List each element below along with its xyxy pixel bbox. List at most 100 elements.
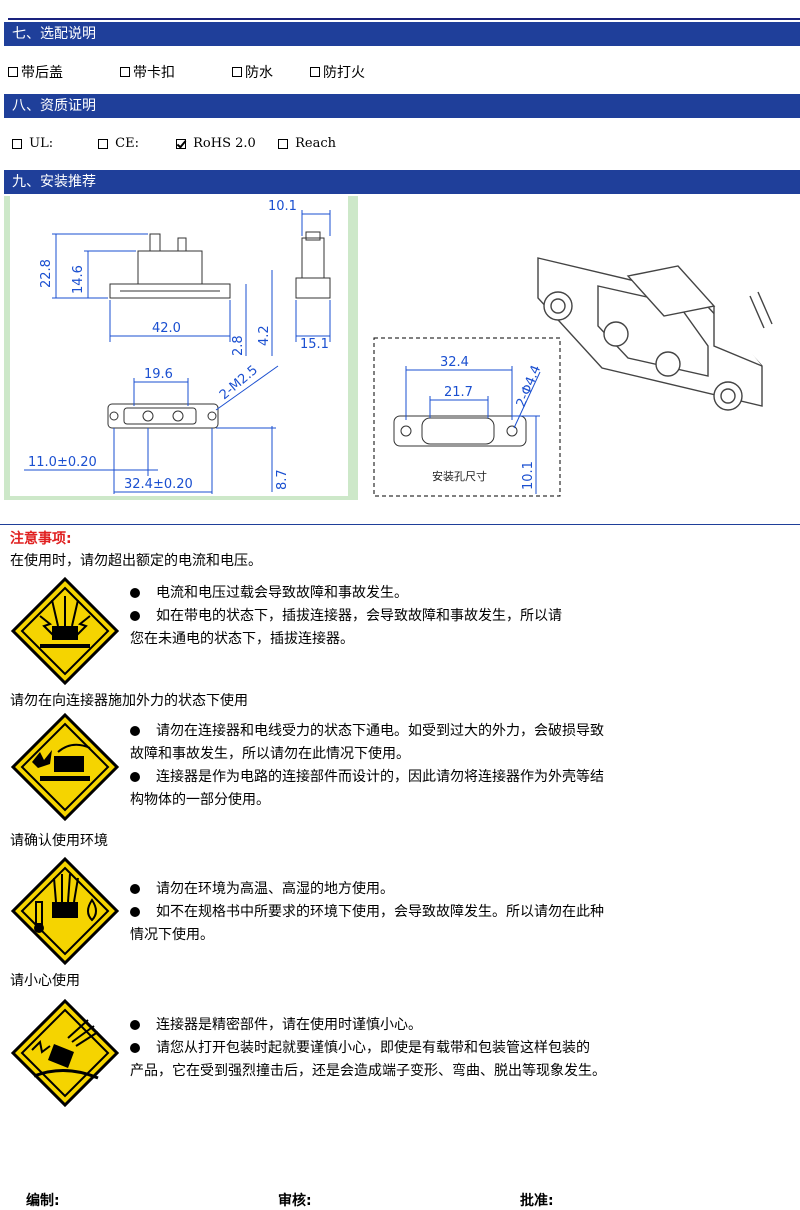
bullet-text: 如不在规格书中所要求的环境下使用，会导致故障发生。所以请勿在此种	[156, 904, 604, 920]
option-waterproof[interactable]: 防水	[232, 62, 273, 82]
dim-2-8: 2.8	[231, 335, 246, 356]
cert-label: CE:	[115, 136, 139, 151]
dim-10-1: 10.1	[268, 199, 297, 214]
warning-force-icon	[10, 712, 120, 822]
checkbox[interactable]	[120, 67, 130, 77]
hole-drawing-panel: 32.4 21.7 2-Φ4.4 10.1 安装孔尺寸	[358, 196, 800, 500]
dim-phi-4-4: 2-Φ4.4	[514, 363, 544, 409]
bullet-text: 连接器是作为电路的连接部件而设计的，因此请勿将连接器作为外壳等结	[156, 769, 604, 785]
section-8-header: 八、资质证明	[4, 94, 800, 118]
option-label: 带卡扣	[133, 65, 175, 81]
bullet-item: 电流和电压过载会导致故障和事故发生。	[130, 582, 562, 605]
checkbox-checked[interactable]	[176, 138, 186, 149]
bullet-text: 构物体的一部分使用。	[130, 792, 270, 808]
option-back-cover[interactable]: 带后盖	[8, 62, 63, 82]
sign-editor: 编制:	[26, 1193, 60, 1209]
bullet-item: 如在带电的状态下，插拔连接器，会导致故障和事故发生，所以请	[130, 605, 562, 628]
checkbox[interactable]	[8, 67, 18, 77]
warning-electric-icon	[10, 576, 120, 686]
dim-32-4-tol: 32.4±0.20	[124, 477, 193, 492]
checkbox[interactable]	[310, 67, 320, 77]
bullet-dot	[130, 611, 140, 621]
cert-rohs[interactable]: RoHS 2.0	[176, 136, 256, 151]
sign-reviewer: 审核:	[278, 1193, 312, 1209]
notice-group-4: 连接器是精密部件，请在使用时谨慎小心。 请您从打开包装时起就要谨慎小心，即使是有…	[130, 1014, 606, 1083]
dim-10-1-hole: 10.1	[521, 461, 536, 490]
bullet-dot	[130, 1043, 140, 1053]
bullet-dot	[130, 772, 140, 782]
dimension-drawing-panel: 10.1 22.8 14.6 42.0 2.8 4.2 15.1 19.6 2-…	[10, 196, 348, 496]
hole-frame	[373, 337, 561, 497]
bullet-item: 连接器是作为电路的连接部件而设计的，因此请勿将连接器作为外壳等结	[130, 766, 604, 789]
bullet-item: 构物体的一部分使用。	[130, 789, 604, 812]
bullet-item: 请勿在连接器和电线受力的状态下通电。如受到过大的外力，会破损导致	[130, 720, 604, 743]
bullet-item: 产品，它在受到强烈撞击后，还是会造成端子变形、弯曲、脱出等现象发生。	[130, 1060, 606, 1083]
checkbox[interactable]	[232, 67, 242, 77]
latch-right-outline	[177, 237, 187, 252]
bullet-dot	[130, 726, 140, 736]
notice-group-3: 请勿在环境为高温、高湿的地方使用。 如不在规格书中所要求的环境下使用，会导致故障…	[130, 878, 604, 947]
notice-title: 注意事项:	[10, 531, 72, 547]
checkbox[interactable]	[278, 138, 288, 149]
notice-group-2: 请勿在连接器和电线受力的状态下通电。如受到过大的外力，会破损导致 故障和事故发生…	[130, 720, 604, 812]
bullet-text: 电流和电压过载会导致故障和事故发生。	[156, 585, 408, 601]
body-outline	[137, 250, 203, 285]
dim-22-8: 22.8	[39, 259, 54, 288]
bullet-dot	[130, 588, 140, 598]
cert-reach[interactable]: Reach	[278, 136, 336, 151]
bullet-text: 故障和事故发生，所以请勿在此情况下使用。	[130, 746, 410, 762]
bullet-text: 您在未通电的状态下，插拔连接器。	[130, 631, 354, 647]
hole-caption: 安装孔尺寸	[432, 469, 487, 483]
dimension-drawing: 10.1 22.8 14.6 42.0 2.8 4.2 15.1 19.6 2-…	[24, 199, 331, 494]
dim-21-7: 21.7	[444, 385, 473, 400]
notice-heading-4: 请小心使用	[10, 973, 80, 989]
dim-19-6: 19.6	[144, 367, 173, 382]
separator	[0, 524, 800, 525]
section-9-header: 九、安装推荐	[4, 170, 800, 194]
bullet-text: 请勿在连接器和电线受力的状态下通电。如受到过大的外力，会破损导致	[156, 723, 604, 739]
dim-32-4: 32.4	[440, 355, 469, 370]
bullet-text: 请勿在环境为高温、高湿的地方使用。	[156, 881, 394, 897]
section-7-header: 七、选配说明	[4, 22, 800, 46]
bullet-dot	[130, 907, 140, 917]
dim-8-7: 8.7	[275, 469, 290, 490]
bullet-text: 连接器是精密部件，请在使用时谨慎小心。	[156, 1017, 422, 1033]
dim-14-6: 14.6	[71, 265, 86, 294]
bullet-text: 请您从打开包装时起就要谨慎小心，即使是有载带和包装管这样包装的	[156, 1040, 590, 1056]
bullet-item: 连接器是精密部件，请在使用时谨慎小心。	[130, 1014, 606, 1037]
cert-ul[interactable]: UL:	[12, 136, 53, 151]
bullet-item: 请您从打开包装时起就要谨慎小心，即使是有载带和包装管这样包装的	[130, 1037, 606, 1060]
bullet-dot	[130, 884, 140, 894]
cert-label: RoHS 2.0	[193, 136, 256, 151]
warning-environment-icon	[10, 856, 120, 966]
top-rule	[8, 18, 800, 20]
connector-iso-illustration	[537, 257, 773, 411]
hole-drawing: 32.4 21.7 2-Φ4.4 10.1 安装孔尺寸	[373, 257, 773, 497]
cert-label: Reach	[295, 136, 337, 151]
cert-ce[interactable]: CE:	[98, 136, 139, 151]
dim-42-0: 42.0	[152, 321, 181, 336]
checkbox[interactable]	[12, 138, 22, 149]
bullet-item: 如不在规格书中所要求的环境下使用，会导致故障发生。所以请勿在此种	[130, 901, 604, 924]
checkbox[interactable]	[98, 138, 108, 149]
notice-heading-1: 在使用时，请勿超出额定的电流和电压。	[10, 553, 262, 569]
notice-heading-2: 请勿在向连接器施加外力的状态下使用	[10, 693, 248, 709]
bullet-text: 情况下使用。	[130, 927, 214, 943]
option-label: 防水	[245, 65, 273, 81]
option-clip[interactable]: 带卡扣	[120, 62, 175, 82]
dim-4-2: 4.2	[257, 325, 272, 346]
option-label: 带后盖	[21, 65, 63, 81]
bullet-item: 故障和事故发生，所以请勿在此情况下使用。	[130, 743, 604, 766]
bullet-text: 产品，它在受到强烈撞击后，还是会造成端子变形、弯曲、脱出等现象发生。	[130, 1063, 606, 1079]
bullet-item: 情况下使用。	[130, 924, 604, 947]
latch-left-outline	[149, 233, 161, 252]
warning-impact-icon	[10, 998, 120, 1108]
sign-approver: 批准:	[520, 1193, 554, 1209]
installation-drawing-area: 10.1 22.8 14.6 42.0 2.8 4.2 15.1 19.6 2-…	[4, 196, 800, 500]
option-label: 防打火	[323, 65, 365, 81]
option-anti-spark[interactable]: 防打火	[310, 62, 365, 82]
notice-group-1: 电流和电压过载会导致故障和事故发生。 如在带电的状态下，插拔连接器，会导致故障和…	[130, 582, 562, 651]
bullet-item: 您在未通电的状态下，插拔连接器。	[130, 628, 562, 651]
bullet-item: 请勿在环境为高温、高湿的地方使用。	[130, 878, 604, 901]
notice-heading-3: 请确认使用环境	[10, 833, 108, 849]
